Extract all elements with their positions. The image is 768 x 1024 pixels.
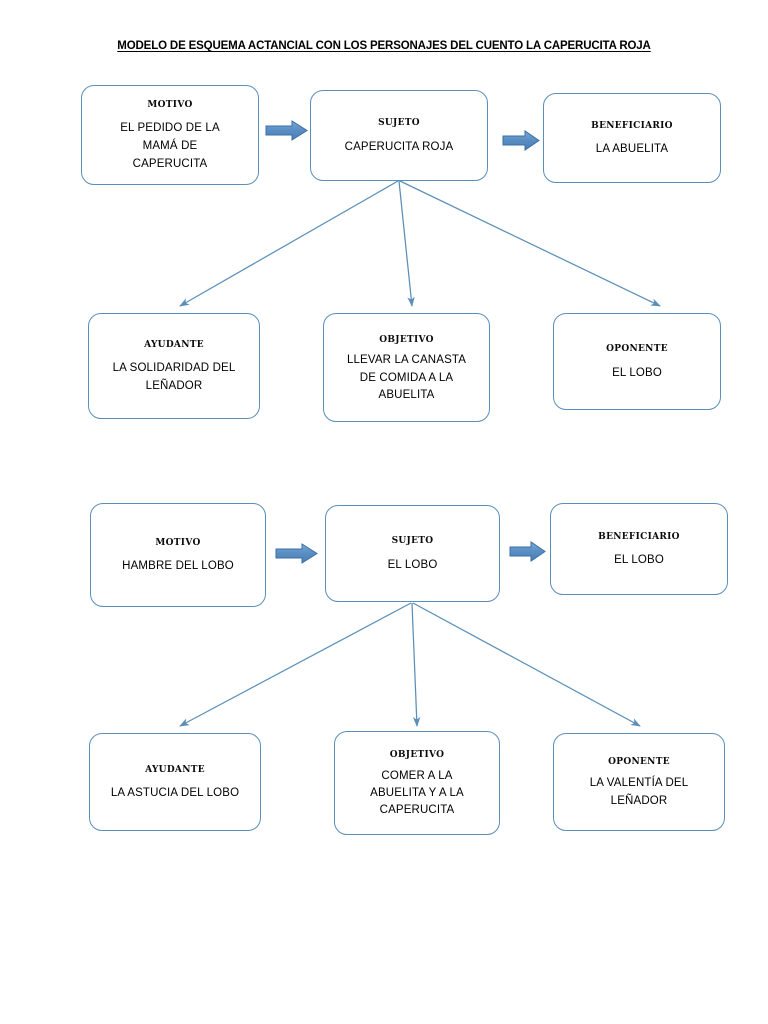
node-motivo-2[interactable]: MOTIVO HAMBRE DEL LOBO xyxy=(90,503,266,607)
node-heading: MOTIVO xyxy=(155,532,201,548)
line-sujeto-objetivo-1 xyxy=(398,180,415,307)
node-ayudante-2[interactable]: AYUDANTE LA ASTUCIA DEL LOBO xyxy=(89,733,261,831)
arrow-motivo-sujeto-2 xyxy=(275,543,318,564)
node-heading: BENEFICIARIO xyxy=(591,115,673,131)
node-beneficiario-2[interactable]: BENEFICIARIO EL LOBO xyxy=(550,503,728,595)
node-oponente-2[interactable]: OPONENTE LA VALENTÍA DEL LEÑADOR xyxy=(553,733,725,831)
node-body: LA ABUELITA xyxy=(595,143,669,156)
node-body: CAPERUCITA ROJA xyxy=(344,141,454,154)
node-heading: SUJETO xyxy=(378,112,420,129)
node-body: EL LOBO xyxy=(387,559,438,572)
node-ayudante-1[interactable]: AYUDANTE LA SOLIDARIDAD DEL LEÑADOR xyxy=(88,313,260,419)
node-body: EL PEDIDO DE LA MAMÁ DE CAPERUCITA xyxy=(120,122,220,171)
node-heading: OPONENTE xyxy=(606,339,668,355)
line-sujeto-ayudante-1 xyxy=(179,180,399,307)
arrow-sujeto-beneficiario-1 xyxy=(502,130,540,151)
node-heading: MOTIVO xyxy=(147,95,193,111)
node-objetivo-2[interactable]: OBJETIVO COMER A LA ABUELITA Y A LA CAPE… xyxy=(334,731,500,835)
node-oponente-1[interactable]: OPONENTE EL LOBO xyxy=(553,313,721,410)
node-heading: SUJETO xyxy=(391,530,434,547)
node-sujeto-2[interactable]: SUJETO EL LOBO xyxy=(325,505,500,602)
node-heading: OBJETIVO xyxy=(379,329,434,345)
line-sujeto-ayudante-2 xyxy=(179,602,412,727)
node-body: COMER A LA ABUELITA Y A LA CAPERUCITA xyxy=(370,769,464,817)
node-body: LLEVAR LA CANASTA DE COMIDA A LA ABUELIT… xyxy=(346,354,467,401)
page-title: MODELO DE ESQUEMA ACTANCIAL CON LOS PERS… xyxy=(0,40,768,52)
line-sujeto-oponente-1 xyxy=(399,180,661,307)
node-body: LA VALENTÍA DEL LEÑADOR xyxy=(589,777,689,808)
node-motivo-1[interactable]: MOTIVO EL PEDIDO DE LA MAMÁ DE CAPERUCIT… xyxy=(81,85,259,185)
node-body: HAMBRE DEL LOBO xyxy=(122,560,234,573)
page-title-text: MODELO DE ESQUEMA ACTANCIAL CON LOS PERS… xyxy=(117,40,651,52)
node-heading: OBJETIVO xyxy=(389,745,445,761)
arrow-motivo-sujeto-1 xyxy=(265,120,308,141)
node-sujeto-1[interactable]: SUJETO CAPERUCITA ROJA xyxy=(310,90,488,181)
node-heading: AYUDANTE xyxy=(145,759,205,775)
line-sujeto-objetivo-2 xyxy=(411,602,421,727)
node-body: EL LOBO xyxy=(612,366,662,379)
arrow-sujeto-beneficiario-2 xyxy=(509,541,546,562)
node-heading: BENEFICIARIO xyxy=(598,526,680,542)
node-body: LA ASTUCIA DEL LOBO xyxy=(110,787,240,800)
node-objetivo-1[interactable]: OBJETIVO LLEVAR LA CANASTA DE COMIDA A L… xyxy=(323,313,490,422)
line-sujeto-oponente-2 xyxy=(412,602,641,727)
node-heading: AYUDANTE xyxy=(144,335,204,350)
node-heading: OPONENTE xyxy=(608,752,670,767)
node-beneficiario-1[interactable]: BENEFICIARIO LA ABUELITA xyxy=(543,93,721,183)
node-body: LA SOLIDARIDAD DEL LEÑADOR xyxy=(112,362,236,393)
node-body: EL LOBO xyxy=(614,554,664,567)
